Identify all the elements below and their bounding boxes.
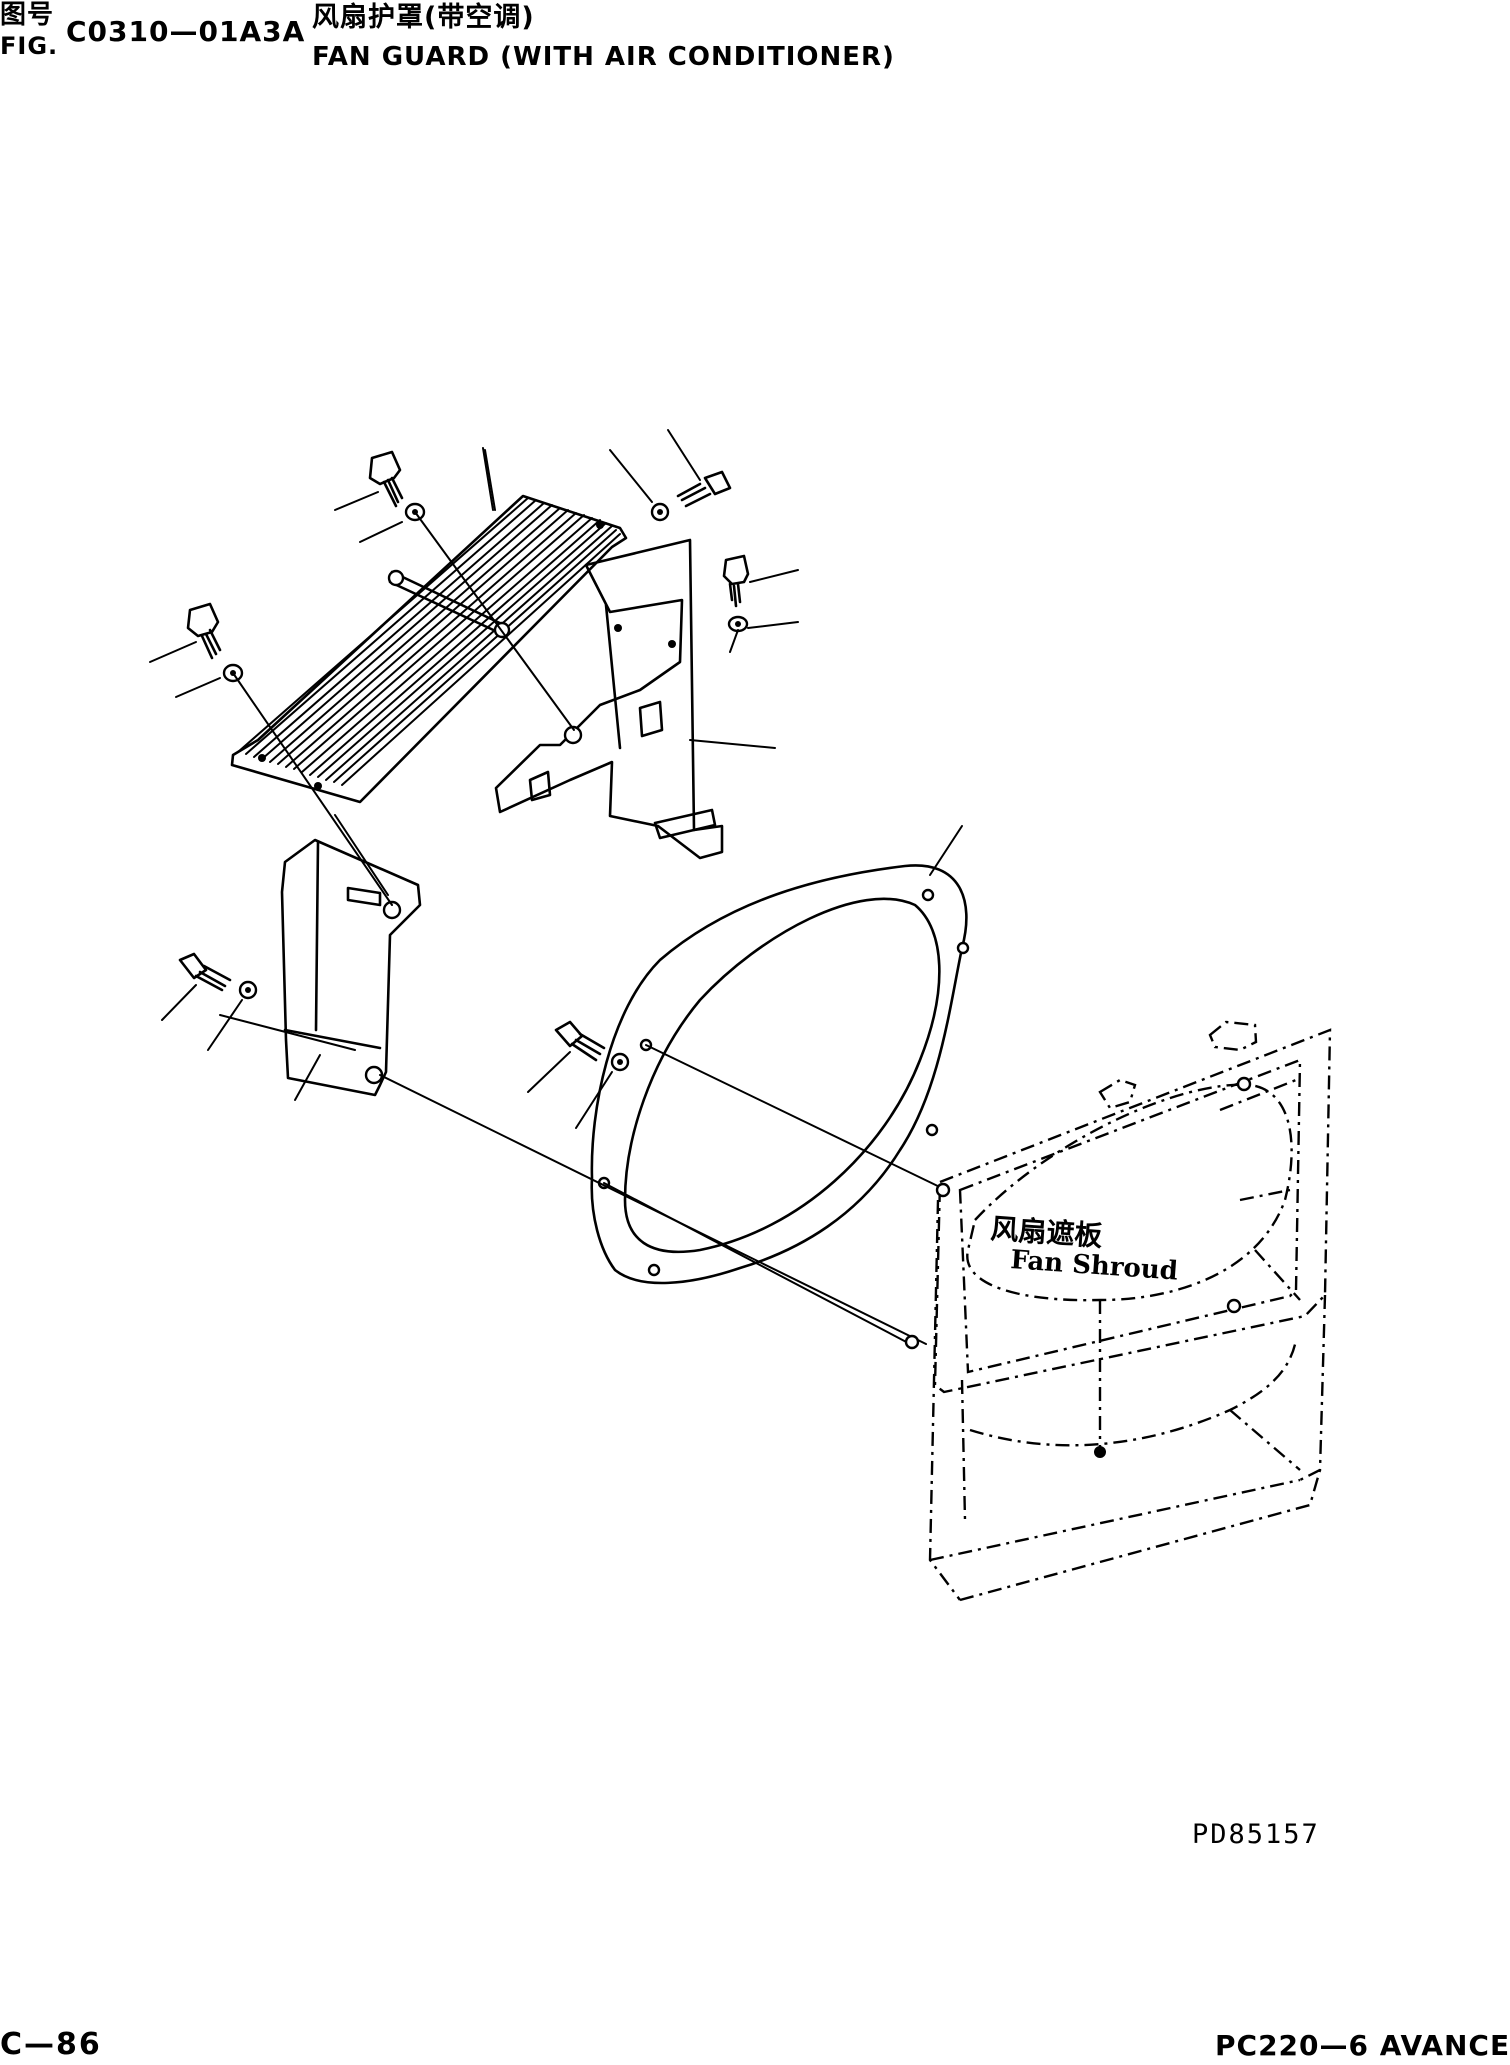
figure-label-cn: 图号	[0, 0, 55, 30]
page-number: C—86	[0, 2027, 102, 2062]
fan-guard-mesh	[230, 449, 628, 804]
figure-label: FIG.	[0, 32, 59, 60]
upper-bracket	[494, 538, 776, 860]
callout-leader-lines	[482, 447, 494, 511]
fan-shroud-label-cn: 风扇遮板	[990, 1212, 1104, 1253]
bolt-washer-group-lower-left	[161, 952, 321, 1101]
figure-title-cn: 风扇护罩(带空调)	[312, 2, 535, 33]
drawing-number: PD85157	[1192, 1819, 1320, 1850]
figure-title-en: FAN GUARD (WITH AIR CONDITIONER)	[312, 42, 895, 72]
fan-shroud-label-en: Fan Shroud	[1010, 1245, 1179, 1287]
machine-model: PC220—6 AVANCE	[1215, 2029, 1510, 2062]
bolt-washer-group-upper-left	[149, 450, 575, 906]
bolt-washer-group-middle	[527, 1020, 630, 1129]
orifice-ring-plate	[379, 825, 970, 1346]
lower-guard-plate	[219, 814, 422, 1097]
bolt-washer-group-upper-right	[609, 429, 799, 653]
figure-number: C0310—01A3A	[66, 15, 306, 48]
fan-shroud: 风扇遮板 Fan Shroud	[904, 1020, 1332, 1602]
